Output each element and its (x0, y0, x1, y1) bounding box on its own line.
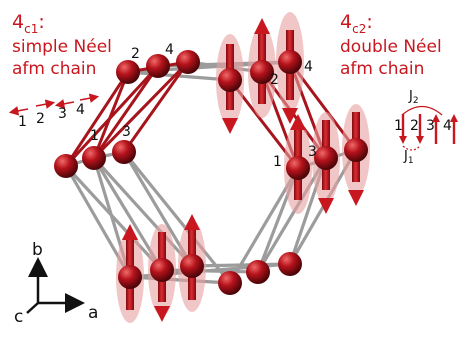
b-axis-label: b (32, 240, 43, 260)
axes-triad: b a c (14, 240, 98, 327)
right-label: 4c2: double Néel afm chain J2 1 2 3 4 J1 (340, 11, 458, 166)
left-label: 4c1: simple Néel afm chain 1 2 3 4 (8, 11, 112, 130)
atom-ul-1 (54, 154, 78, 178)
c-axis-label: c (14, 307, 23, 327)
moment-atom-top-3 (276, 12, 304, 124)
j2-label: J2 (408, 89, 419, 106)
moment-atom-bottom-1 (116, 224, 144, 323)
right-label-line1: double Néel (340, 37, 442, 57)
left-label-title: 4c1: (12, 11, 45, 36)
moment-atom-top-1 (216, 34, 244, 134)
atom-bot-b (246, 260, 270, 284)
atom-bot-a (218, 271, 242, 295)
atom-top-a (116, 60, 140, 84)
inset-number: 4 (443, 118, 452, 134)
inset-number: 2 (410, 118, 419, 134)
atom-ul-3 (112, 140, 136, 164)
inplane-arrows (8, 93, 100, 116)
grey-bonds (64, 60, 358, 285)
c-axis-line (26, 302, 39, 314)
arrow-number: 4 (76, 102, 85, 118)
inset-number: 1 (394, 118, 403, 134)
j1-label: J1 (403, 149, 414, 166)
site-numbers-upper-left: 1 2 3 4 (90, 42, 174, 144)
moment-atom-right-3 (342, 104, 370, 206)
moment-atom-right-1 (284, 114, 312, 214)
atom-ul-2 (82, 146, 106, 170)
site-number: 2 (131, 46, 140, 62)
arrow-number: 1 (18, 114, 27, 130)
site-numbers-right: 1 2 3 4 (270, 59, 317, 170)
moment-atom-right-2 (312, 112, 340, 214)
site-number: 3 (308, 144, 317, 160)
site-number: 4 (304, 59, 313, 75)
arrow-number: 3 (58, 106, 67, 122)
moment-atoms (116, 12, 370, 323)
site-number: 3 (122, 124, 131, 140)
j1-arc (402, 145, 421, 151)
site-number: 4 (165, 42, 174, 58)
a-axis-label: a (88, 303, 98, 323)
right-label-line2: afm chain (340, 59, 424, 79)
inset-number: 3 (426, 118, 435, 134)
right-label-title: 4c2: (340, 11, 373, 36)
arrow-number: 2 (36, 111, 45, 127)
left-label-line2: afm chain (12, 59, 96, 79)
moment-atom-top-2 (248, 18, 276, 118)
left-label-line1: simple Néel (12, 37, 112, 57)
double-neel-inset: J2 1 2 3 4 J1 (394, 89, 458, 166)
atom-top-b (146, 54, 170, 78)
atom-bot-c (278, 252, 302, 276)
moment-atom-bottom-2 (148, 224, 176, 322)
atom-top-c (176, 50, 200, 74)
site-number: 2 (270, 72, 279, 88)
plain-atoms (54, 50, 302, 295)
j2-arc (401, 105, 443, 116)
moment-atom-bottom-3 (178, 214, 206, 312)
site-number: 1 (273, 154, 282, 170)
site-number: 1 (90, 128, 99, 144)
